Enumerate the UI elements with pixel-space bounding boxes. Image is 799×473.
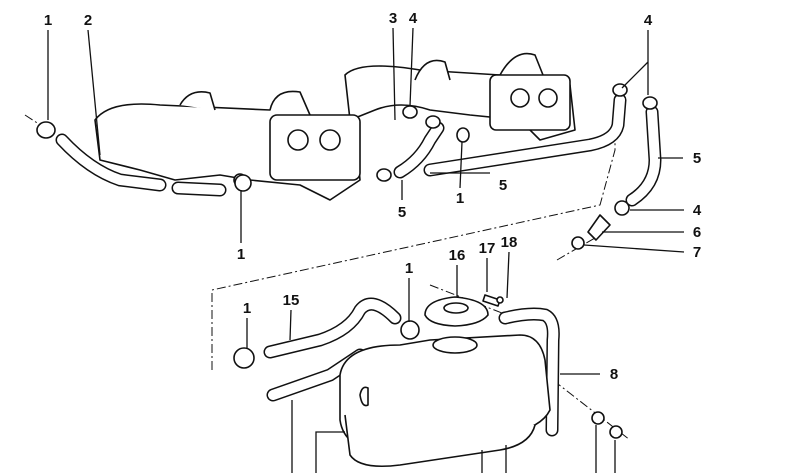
leader-lines <box>47 27 685 473</box>
callout-6: 6 <box>693 224 701 241</box>
callout-1: 1 <box>44 12 52 29</box>
callout-15: 15 <box>283 292 300 309</box>
callout-1: 1 <box>405 260 413 277</box>
callout-8: 8 <box>610 366 618 383</box>
callout-3: 3 <box>389 10 397 27</box>
callout-5: 5 <box>693 150 701 167</box>
hose-clamps <box>36 83 658 439</box>
callout-1: 1 <box>237 246 245 263</box>
callout-1: 1 <box>243 300 251 317</box>
callout-16: 16 <box>449 247 466 264</box>
callout-18: 18 <box>501 234 518 251</box>
intake-manifold-rear <box>344 52 576 141</box>
callout-1: 1 <box>456 190 464 207</box>
callout-17: 17 <box>479 240 496 257</box>
callouts: 1 2 3 4 4 5 5 1 5 1 4 6 7 1 16 17 18 1 1… <box>44 10 702 383</box>
coolant-hoses <box>55 93 662 437</box>
callout-5: 5 <box>398 204 406 221</box>
callout-2: 2 <box>84 12 92 29</box>
callout-4: 4 <box>409 10 418 27</box>
callout-7: 7 <box>693 244 701 261</box>
intake-manifold-front <box>94 90 361 201</box>
callout-4: 4 <box>644 12 653 29</box>
callout-4: 4 <box>693 202 702 219</box>
callout-5: 5 <box>499 177 507 194</box>
expansion-tank <box>339 296 551 468</box>
